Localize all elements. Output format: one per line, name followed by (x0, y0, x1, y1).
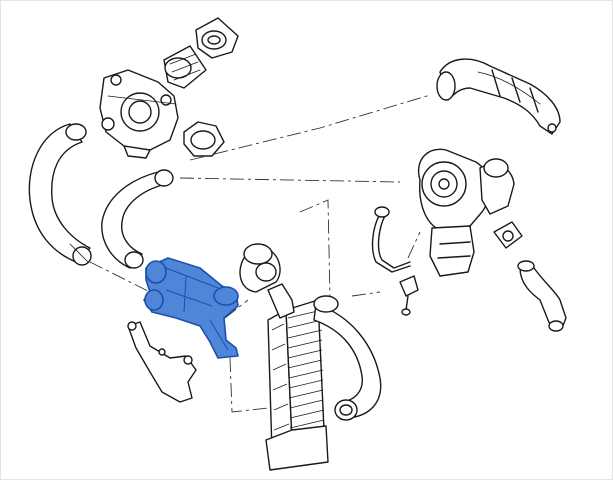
oil-return-pipe[interactable] (517, 260, 567, 332)
intercooler-pipe-highlighted[interactable] (143, 257, 239, 359)
hose-middle[interactable] (101, 169, 174, 269)
air-connector-top[interactable] (195, 17, 239, 59)
hose-left-long[interactable] (28, 123, 92, 266)
turbocharger[interactable] (417, 148, 523, 277)
sensor-ring[interactable] (183, 121, 225, 157)
elbow-hose[interactable] (239, 243, 281, 293)
outlet-hose-right[interactable] (313, 295, 382, 421)
assembly-leader-lines (89, 94, 431, 413)
intercooler-fins (271, 309, 325, 431)
oil-feed-pipe[interactable] (371, 206, 419, 316)
intake-pipe-top-right[interactable] (436, 58, 561, 135)
air-sleeve-top[interactable] (163, 45, 207, 89)
intercooler[interactable] (265, 283, 329, 471)
mounting-bracket[interactable] (127, 321, 197, 403)
throttle-body[interactable] (99, 69, 179, 159)
